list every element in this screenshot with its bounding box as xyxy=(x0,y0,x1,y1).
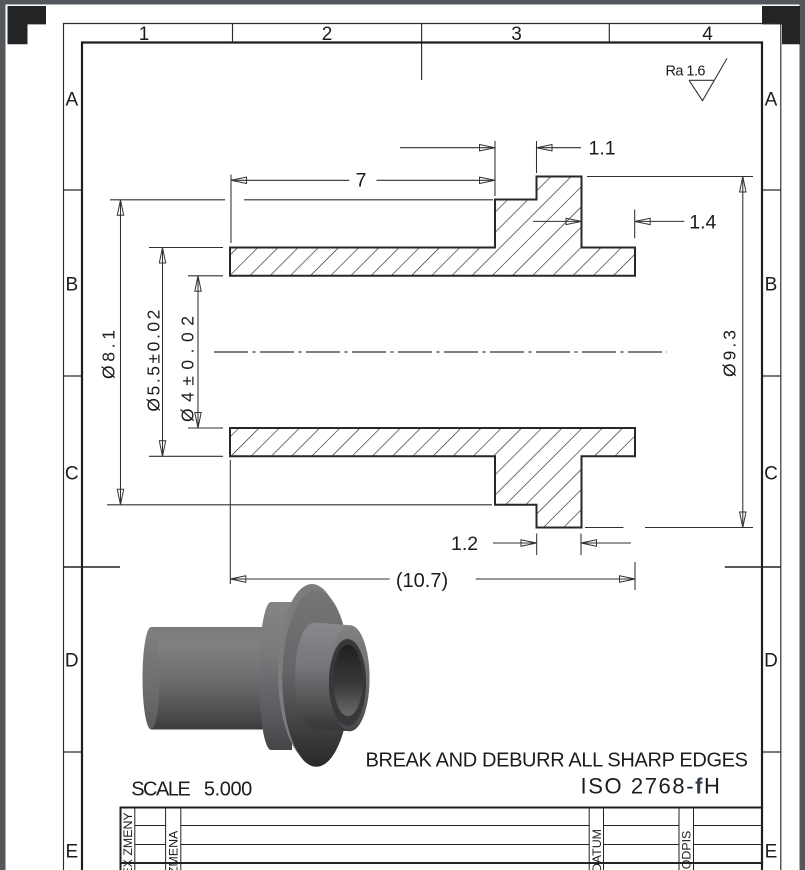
svg-text:Ø4±0.02: Ø4±0.02 xyxy=(177,316,197,422)
svg-text:E: E xyxy=(765,842,778,863)
svg-text:B: B xyxy=(765,274,778,295)
svg-text:Ø9.3: Ø9.3 xyxy=(720,330,740,377)
svg-text:D: D xyxy=(65,650,79,671)
svg-text:E: E xyxy=(65,842,78,863)
svg-text:PODPIS: PODPIS xyxy=(680,831,694,870)
svg-text:1: 1 xyxy=(139,24,150,45)
svg-text:B: B xyxy=(65,274,78,295)
svg-text:1.1: 1.1 xyxy=(589,137,616,159)
svg-text:INDEX ZMENY: INDEX ZMENY xyxy=(121,812,135,870)
svg-text:A: A xyxy=(65,89,78,110)
svg-text:DATUM: DATUM xyxy=(590,829,604,870)
svg-text:A: A xyxy=(765,89,778,110)
svg-text:C: C xyxy=(65,463,79,484)
svg-text:SCALE: SCALE xyxy=(131,778,191,800)
svg-text:Ø5.5±0.02: Ø5.5±0.02 xyxy=(143,310,163,412)
svg-text:4: 4 xyxy=(702,24,713,45)
svg-text:Ra 1.6: Ra 1.6 xyxy=(666,64,706,80)
svg-text:2: 2 xyxy=(322,24,333,45)
svg-text:5.000: 5.000 xyxy=(204,778,252,800)
svg-text:ISO 2768-fH: ISO 2768-fH xyxy=(581,774,720,799)
svg-text:3: 3 xyxy=(511,24,522,45)
svg-text:BREAK AND DEBURR ALL SHARP EDG: BREAK AND DEBURR ALL SHARP EDGES xyxy=(366,749,749,771)
svg-text:C: C xyxy=(764,463,778,484)
svg-text:1.2: 1.2 xyxy=(451,533,478,555)
svg-text:ZMENA: ZMENA xyxy=(167,830,181,870)
svg-text:7: 7 xyxy=(356,170,367,192)
svg-text:1.4: 1.4 xyxy=(689,212,716,234)
svg-text:Ø8.1: Ø8.1 xyxy=(99,330,119,379)
svg-text:(10.7): (10.7) xyxy=(396,570,448,592)
svg-text:D: D xyxy=(764,650,778,671)
